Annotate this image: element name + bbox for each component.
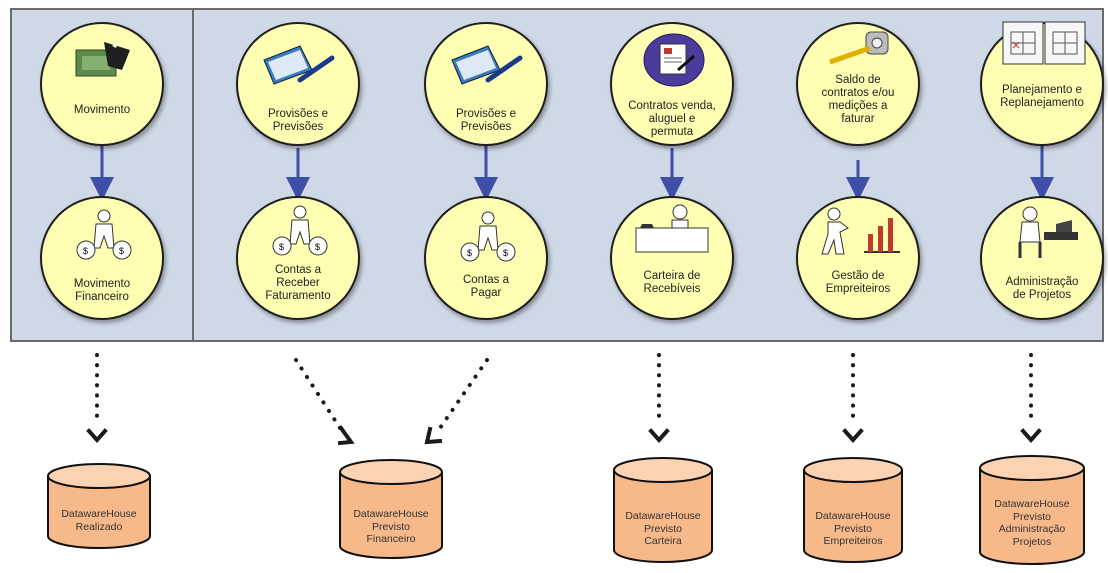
warehouse-label: DatawareHouse Previsto Empreiteiros	[815, 510, 891, 547]
contract-signing-icon	[643, 33, 705, 87]
money-bags-person-icon: $$	[272, 205, 328, 256]
node-label: Contas a Receber Faturamento	[265, 264, 331, 302]
node-label: Saldo de contratos e/ou medições a fatur…	[821, 74, 895, 125]
checkbook-pen-icon	[263, 45, 335, 85]
blueprint-book-icon	[1002, 21, 1086, 65]
arrowhead	[337, 425, 355, 446]
warehouse-cylinder	[803, 457, 903, 563]
dotted-connector	[294, 358, 342, 430]
desk-phone-person-icon	[635, 204, 709, 253]
svg-text:$: $	[119, 246, 124, 256]
node-label: Gestão de Empreiteiros	[825, 270, 891, 295]
warehouse-cylinder	[339, 459, 443, 559]
desk-worker-icon	[1018, 206, 1078, 258]
arrowhead	[1020, 428, 1042, 444]
money-bags-person-icon: $$	[460, 211, 516, 262]
svg-text:$: $	[279, 242, 284, 252]
warehouse-cylinder	[47, 463, 151, 549]
node-contas-pagar: $$ Contas a Pagar	[424, 196, 548, 320]
node-movimento: Movimento	[40, 22, 164, 146]
arrowhead	[648, 428, 670, 444]
node-label: Provisões e Previsões	[455, 108, 517, 133]
svg-text:$: $	[83, 246, 88, 256]
node-administracao-projetos: Administração de Projetos	[980, 196, 1104, 320]
node-provisoes-1: Provisões e Previsões	[236, 22, 360, 146]
warehouse-cylinder	[979, 455, 1085, 565]
money-hand-icon	[75, 42, 130, 77]
node-gestao-empreiteiros: Gestão de Empreiteiros	[796, 196, 920, 320]
node-label: Planejamento e Replanejamento	[1000, 84, 1084, 109]
node-label: Provisões e Previsões	[267, 108, 329, 133]
node-saldo-contratos: Saldo de contratos e/ou medições a fatur…	[796, 22, 920, 146]
svg-text:$: $	[315, 242, 320, 252]
node-label: Administração de Projetos	[1005, 276, 1079, 301]
warehouse-label: DatawareHouse Previsto Financeiro	[353, 508, 429, 545]
node-contas-receber: $$ Contas a Receber Faturamento	[236, 196, 360, 320]
node-provisoes-2: Provisões e Previsões	[424, 22, 548, 146]
svg-text:$: $	[503, 248, 508, 258]
svg-text:$: $	[467, 248, 472, 258]
dotted-connector	[438, 358, 489, 430]
node-label: Movimento Financeiro	[73, 278, 131, 303]
warehouse-label: DatawareHouse Realizado	[61, 508, 137, 533]
warehouse-cylinder	[613, 457, 713, 563]
arrowhead	[86, 428, 108, 444]
node-movimento-financeiro: $$ Movimento Financeiro	[40, 196, 164, 320]
money-bags-person-icon: $$	[76, 209, 132, 260]
checkbook-pen-icon	[451, 45, 523, 85]
warehouse-label: DatawareHouse Previsto Carteira	[625, 510, 701, 547]
node-label: Contratos venda, aluguel e permuta	[628, 100, 716, 138]
tape-measure-icon	[829, 31, 889, 65]
node-planejamento: Planejamento e Replanejamento	[980, 21, 1104, 146]
node-carteira: Carteira de Recebíveis	[610, 196, 734, 320]
arrowhead	[424, 426, 443, 445]
arrowhead	[842, 428, 864, 444]
node-label: Carteira de Recebíveis	[643, 270, 701, 295]
node-contratos: Contratos venda, aluguel e permuta	[610, 22, 734, 146]
node-label: Movimento	[73, 104, 131, 116]
node-label: Contas a Pagar	[462, 274, 510, 299]
warehouse-label: DatawareHouse Previsto Administração Pro…	[994, 498, 1070, 548]
presenter-chart-icon	[821, 207, 900, 255]
